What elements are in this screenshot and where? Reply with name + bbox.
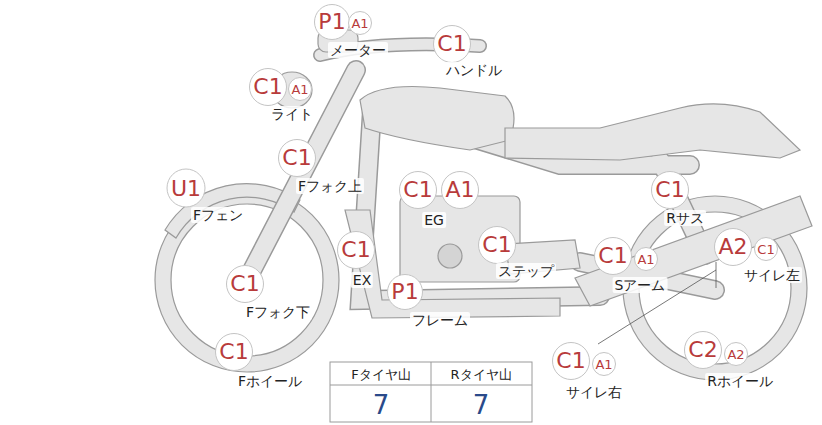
callout-code: P1	[387, 274, 423, 310]
callout-code: C1	[278, 139, 316, 177]
callout-code: C1	[552, 342, 590, 380]
callout-code: C1	[337, 231, 375, 269]
callout-code-small: A1	[634, 247, 658, 271]
callout-code-small: A1	[348, 11, 372, 35]
part-name: メーター	[328, 42, 388, 58]
part-name: Rホイール	[705, 373, 775, 389]
tube-outline	[247, 70, 715, 300]
callout-code-small: A1	[288, 77, 312, 101]
part-name: EX	[351, 272, 373, 288]
callout-code: C1	[249, 68, 287, 106]
tire-table	[330, 362, 532, 422]
part-name: サイレ右	[564, 384, 624, 400]
callout-code: C1	[478, 226, 516, 264]
part-name: Sアーム	[613, 277, 668, 293]
callout-code: C1	[399, 171, 437, 209]
callout-code: P1	[314, 4, 350, 40]
table-value: 7	[373, 392, 390, 418]
table-header: Fタイヤ山	[351, 368, 410, 381]
part-name: ハンドル	[444, 62, 504, 78]
muffler	[575, 196, 812, 306]
part-name: Fフェン	[191, 207, 245, 223]
leader-line	[716, 262, 717, 288]
callout-code-small: A2	[724, 342, 748, 366]
part-name: Fフォク下	[244, 304, 312, 320]
part-name: Rサス	[664, 210, 706, 226]
callout-code: C1	[215, 333, 253, 371]
callout-code: C1	[226, 265, 264, 303]
callout-code: C1	[594, 237, 632, 275]
part-name: ライト	[269, 106, 315, 122]
exhaust-pipe	[345, 210, 560, 318]
callout-code-small: C1	[754, 237, 778, 261]
callout-code-small: A1	[592, 352, 616, 376]
callout-code: A1	[441, 171, 479, 209]
seat	[505, 104, 800, 160]
tube-fill	[247, 70, 715, 300]
callout-code: C2	[684, 331, 722, 369]
part-name: Fホイール	[236, 373, 304, 389]
front-wheel-inner	[171, 204, 323, 356]
part-name: フレーム	[410, 312, 470, 328]
part-name: Fフォク上	[296, 178, 364, 194]
table-header: Rタイヤ山	[450, 368, 511, 381]
callout-code: C1	[651, 171, 689, 209]
part-name: サイレ左	[742, 267, 802, 283]
tank	[360, 87, 514, 151]
part-name: ステップ	[496, 263, 556, 279]
part-name: EG	[422, 212, 446, 228]
callout-code: U1	[167, 169, 206, 208]
callout-code: C1	[433, 25, 471, 63]
callout-code: A2	[714, 228, 752, 266]
table-value: 7	[473, 392, 490, 418]
table-rule	[431, 362, 432, 422]
engine-cover	[438, 244, 462, 268]
